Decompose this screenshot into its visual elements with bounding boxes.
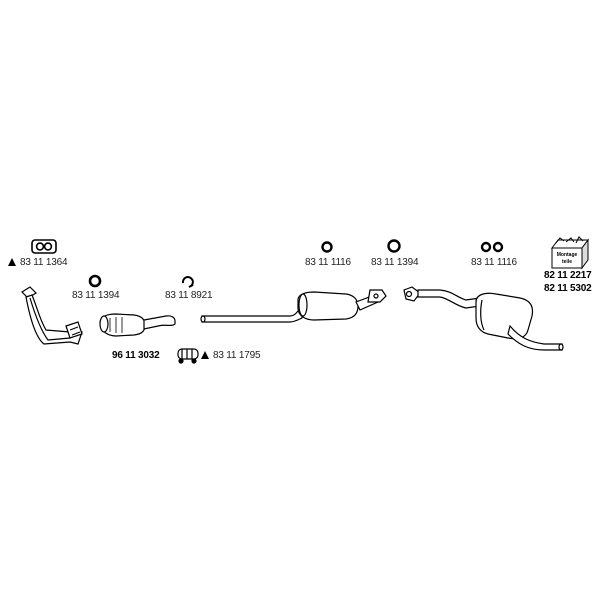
part-number-8[interactable]: 82 11 5302 [544, 283, 592, 294]
part-label-8: 82 11 5302 [544, 283, 592, 294]
part-number-1[interactable]: 83 11 1364 [20, 257, 68, 268]
part-number-3[interactable]: 83 11 8921 [165, 290, 213, 301]
front-pipe-icon[interactable] [21, 286, 83, 345]
part-label-3: 83 11 8921 [165, 290, 213, 301]
gasket-double-icon[interactable] [31, 239, 57, 254]
part-number-6[interactable]: 83 11 1116 [471, 257, 517, 268]
part-label-1: 83 11 1364 [8, 257, 68, 268]
part-label-4: 83 11 1116 [305, 257, 351, 268]
part-label-2: 83 11 1394 [72, 290, 120, 301]
ring-gasket-icon[interactable] [88, 274, 102, 288]
part-label-5: 83 11 1394 [371, 257, 419, 268]
part-number-4[interactable]: 83 11 1116 [305, 257, 351, 268]
rubber-ring-icon[interactable] [321, 241, 333, 253]
ring-gasket-2-icon[interactable] [387, 239, 401, 253]
kit-box-label-line2: teile [562, 259, 572, 265]
warning-triangle-icon [8, 258, 16, 266]
part-number-9[interactable]: 96 11 3032 [112, 350, 160, 361]
pipe-clamp-icon[interactable] [177, 348, 199, 364]
part-number-5[interactable]: 83 11 1394 [371, 257, 419, 268]
part-label-9: 96 11 3032 [112, 350, 160, 361]
part-number-7[interactable]: 82 11 2217 [544, 270, 592, 281]
warning-triangle-icon-2 [201, 351, 209, 359]
rear-silencer-icon[interactable] [403, 286, 564, 351]
kit-box-label-line1: Montage [557, 252, 578, 258]
clamp-icon[interactable] [181, 276, 194, 288]
catalytic-converter-icon[interactable] [99, 313, 176, 337]
part-number-10[interactable]: 83 11 1795 [213, 350, 261, 361]
mounting-kit-box-icon[interactable]: Montage teile [551, 236, 589, 270]
part-label-10: 83 11 1795 [201, 350, 261, 361]
part-number-2[interactable]: 83 11 1394 [72, 290, 120, 301]
part-label-6: 83 11 1116 [471, 257, 517, 268]
rubber-ring-pair-icon[interactable] [480, 241, 504, 253]
part-label-7: 82 11 2217 [544, 270, 592, 281]
middle-silencer-icon[interactable] [200, 289, 387, 323]
